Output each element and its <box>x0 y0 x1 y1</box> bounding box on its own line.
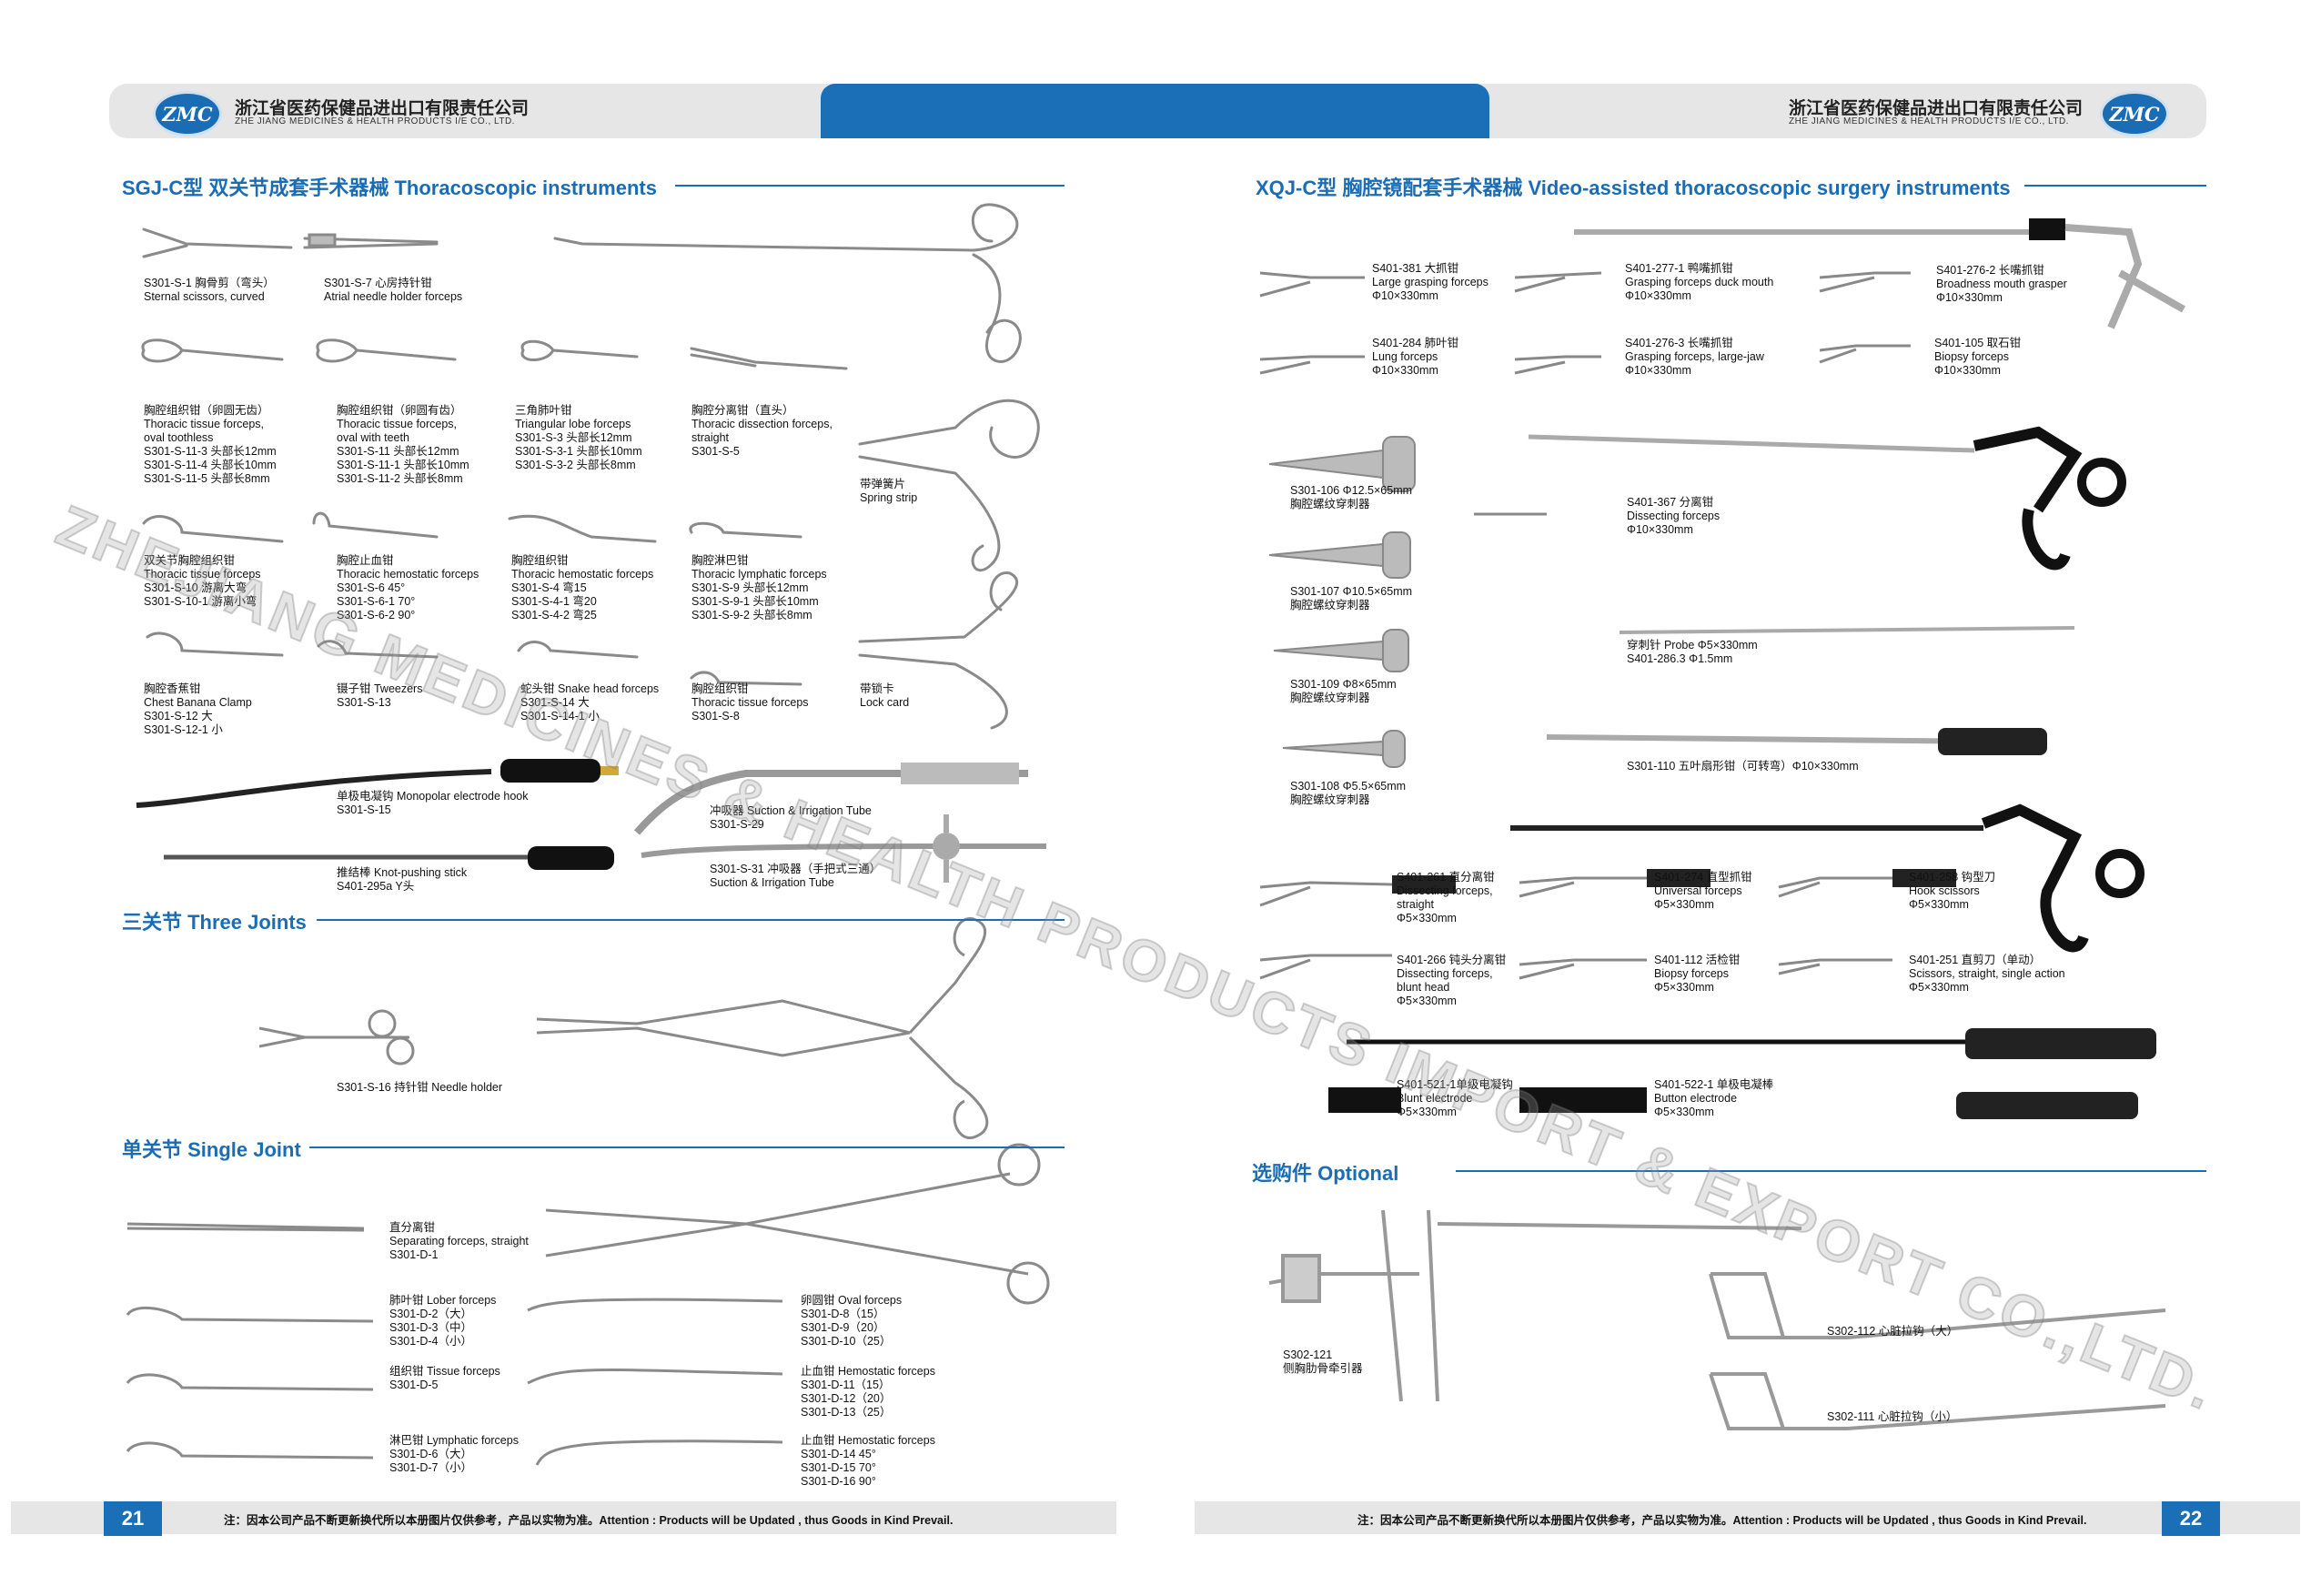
label-hemostatic-d2: 止血钳 Hemostatic forceps S301-D-14 45° S30… <box>801 1434 935 1488</box>
label-tweezers: 镊子钳 Tweezers S301-S-13 <box>337 682 423 709</box>
page-number-right: 22 <box>2162 1501 2220 1536</box>
label-snake-head: 蛇头钳 Snake head forceps S301-S-14 大 S301-… <box>520 682 660 722</box>
section-title-vats: XQJ-C型 胸腔镜配套手术器械 Video-assisted thoracos… <box>1256 177 2011 199</box>
label-knot-pushing: 推结棒 Knot-pushing stick S401-295a Y头 <box>337 866 468 893</box>
label-spring-strip: 带弹簧片 Spring strip <box>860 478 918 504</box>
instrument-drawings-left <box>126 203 1050 1466</box>
section-title-thoracoscopic: SGJ-C型 双关节成套手术器械 Thoracoscopic instrumen… <box>122 177 657 199</box>
label-s401-274: S401-274 直型抓钳 Universal forceps Φ5×330mm <box>1654 871 1752 911</box>
label-needle-holder: S301-S-16 持针钳 Needle holder <box>337 1081 503 1094</box>
label-s401-251: S401-251 直剪刀（单动） Scissors, straight, sin… <box>1909 954 2065 994</box>
label-probe: 穿刺针 Probe Φ5×330mm S401-286.3 Φ1.5mm <box>1627 639 1758 665</box>
label-oval-toothless: 胸腔组织钳（卵圆无齿） Thoracic tissue forceps, ova… <box>144 404 277 485</box>
label-dissection-straight: 胸腔分离钳（直头） Thoracic dissection forceps, s… <box>691 404 833 458</box>
label-s301-106: S301-106 Φ12.5×65mm 胸腔螺纹穿刺器 <box>1290 484 1413 510</box>
footer-note-right: 注：因本公司产品不断更新换代所以本册图片仅供参考，产品以实物为准。Attenti… <box>1357 1514 2087 1527</box>
label-s401-276-2: S401-276-2 长嘴抓钳 Broadness mouth grasper … <box>1936 264 2067 304</box>
label-s302-112: S302-112 心脏拉钩（大） <box>1827 1325 1959 1338</box>
instrument-drawings-right <box>1259 218 2185 1430</box>
label-s401-367: S401-367 分离钳 Dissecting forceps Φ10×330m… <box>1627 496 1721 536</box>
label-lymphatic: 胸腔淋巴钳 Thoracic lymphatic forceps S301-S-… <box>691 554 827 621</box>
label-s401-381: S401-381 大抓钳 Large grasping forceps Φ10×… <box>1372 262 1489 302</box>
section-rule-4 <box>2024 185 2206 187</box>
label-sternal-scissors: S301-S-1 胸骨剪（弯头） Sternal scissors, curve… <box>144 277 275 303</box>
section-rule-5 <box>1456 1170 2206 1172</box>
label-tissue-s8: 胸腔组织钳 Thoracic tissue forceps S301-S-8 <box>691 682 809 722</box>
footer-note-left: 注：因本公司产品不断更新换代所以本册图片仅供参考，产品以实物为准。Attenti… <box>224 1514 954 1527</box>
label-s302-111: S302-111 心脏拉钩（小） <box>1827 1410 1958 1423</box>
label-lock-card: 带锁卡 Lock card <box>860 682 910 709</box>
label-separating-forceps: 直分离钳 Separating forceps, straight S301-D… <box>389 1221 529 1261</box>
label-suction-s31: S301-S-31 冲吸器（手把式三通） Suction & Irrigatio… <box>710 863 882 889</box>
label-oval-forceps: 卵圆钳 Oval forceps S301-D-8（15） S301-D-9（2… <box>801 1294 903 1348</box>
label-s302-121: S302-121 侧胸肋骨牵引器 <box>1283 1349 1363 1375</box>
label-s401-522-1: S401-522-1 单极电凝棒 Button electrode Φ5×330… <box>1654 1078 1774 1118</box>
label-lymphatic-d: 淋巴钳 Lymphatic forceps S301-D-6（大） S301-D… <box>389 1434 519 1474</box>
section-rule-2 <box>317 919 1065 921</box>
section-rule-3 <box>309 1146 1065 1148</box>
zmc-logo-left: ZMC <box>153 91 222 136</box>
label-s301-107: S301-107 Φ10.5×65mm 胸腔螺纹穿刺器 <box>1290 585 1413 611</box>
label-s301-108: S301-108 Φ5.5×65mm 胸腔螺纹穿刺器 <box>1290 780 1407 806</box>
label-hemostatic-2: 胸腔组织钳 Thoracic hemostatic forceps S301-S… <box>511 554 654 621</box>
section-title-optional: 选购件 Optional <box>1252 1162 1399 1185</box>
section-rule-1 <box>675 185 1065 187</box>
label-s401-266: S401-266 钝头分离钳 Dissecting forceps, blunt… <box>1397 954 1507 1007</box>
label-s401-277-1: S401-277-1 鸭嘴抓钳 Grasping forceps duck mo… <box>1625 262 1774 302</box>
label-s401-284: S401-284 肺叶钳 Lung forceps Φ10×330mm <box>1372 337 1459 377</box>
company-name-en-right: ZHE JIANG MEDICINES & HEALTH PRODUCTS I/… <box>1789 116 2069 126</box>
label-tissue-double-joint: 双关节胸腔组织钳 Thoracic tissue forceps S301-S-… <box>144 554 261 608</box>
label-s401-521-1: S401-521-1单级电凝钩 Blunt electrode Φ5×330mm <box>1397 1078 1513 1118</box>
label-hemostatic-1: 胸腔止血钳 Thoracic hemostatic forceps S301-S… <box>337 554 479 621</box>
label-suction-s29: 冲吸器 Suction & Irrigation Tube S301-S-29 <box>710 804 872 831</box>
label-s401-261: S401-261 直分离钳 Dissecting forceps, straig… <box>1397 871 1495 924</box>
section-title-single-joint: 单关节 Single Joint <box>122 1138 301 1161</box>
header-center-band <box>821 84 1489 138</box>
section-title-three-joints: 三关节 Three Joints <box>122 911 307 934</box>
label-s401-112: S401-112 活检钳 Biopsy forceps Φ5×330mm <box>1654 954 1741 994</box>
label-s301-109: S301-109 Φ8×65mm 胸腔螺纹穿刺器 <box>1290 678 1397 704</box>
footer-bar-left <box>11 1501 1116 1534</box>
company-name-cn-right: 浙江省医药保健品进出口有限责任公司 <box>1789 99 2084 118</box>
page-number-left: 21 <box>104 1501 162 1536</box>
label-atrial-needle-holder: S301-S-7 心房持针钳 Atrial needle holder forc… <box>324 277 463 303</box>
label-tissue-forceps-d: 组织钳 Tissue forceps S301-D-5 <box>389 1365 500 1391</box>
label-monopolar-hook: 单极电凝钩 Monopolar electrode hook S301-S-15 <box>337 790 529 816</box>
label-oval-with-teeth: 胸腔组织钳（卵圆有齿） Thoracic tissue forceps, ova… <box>337 404 469 485</box>
label-triangular-lobe: 三角肺叶钳 Triangular lobe forceps S301-S-3 头… <box>515 404 642 471</box>
footer-bar-right <box>1195 1501 2300 1534</box>
label-s401-276-3: S401-276-3 长嘴抓钳 Grasping forceps, large-… <box>1625 337 1764 377</box>
label-hemostatic-d1: 止血钳 Hemostatic forceps S301-D-11（15） S30… <box>801 1365 935 1419</box>
company-name-en-left: ZHE JIANG MEDICINES & HEALTH PRODUCTS I/… <box>235 116 515 126</box>
label-s401-258: S401-258 钩型刀 Hook scissors Φ5×330mm <box>1909 871 1996 911</box>
label-s301-110: S301-110 五叶扇形钳（可转弯）Φ10×330mm <box>1627 760 1859 773</box>
label-lober-forceps: 肺叶钳 Lober forceps S301-D-2（大） S301-D-3（中… <box>389 1294 497 1348</box>
label-s401-105: S401-105 取石钳 Biopsy forceps Φ10×330mm <box>1934 337 2022 377</box>
label-banana-clamp: 胸腔香蕉钳 Chest Banana Clamp S301-S-12 大 S30… <box>144 682 252 736</box>
company-name-cn-left: 浙江省医药保健品进出口有限责任公司 <box>235 99 530 118</box>
zmc-logo-right: ZMC <box>2100 91 2169 136</box>
